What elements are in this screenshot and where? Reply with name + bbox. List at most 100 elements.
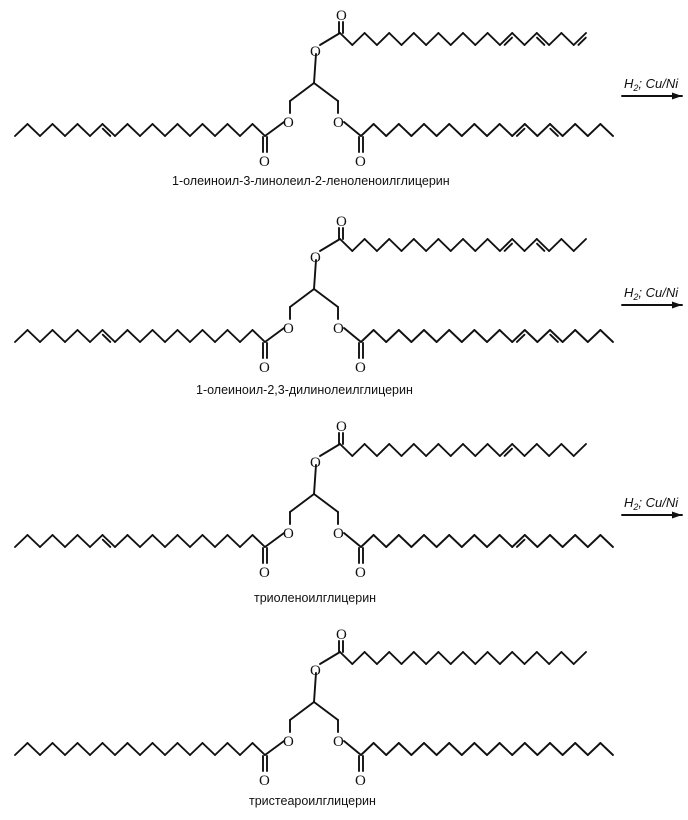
right-chain-bond <box>473 123 488 137</box>
reaction-arrow-2: H2; Cu/Ni <box>621 285 683 309</box>
top-chain-bond <box>572 443 587 457</box>
glycerol-bond <box>313 464 317 495</box>
top-chain-bond <box>511 651 526 665</box>
left-chain-bond <box>126 329 141 343</box>
top-chain-bond <box>375 238 391 252</box>
right-chain-bond <box>511 329 526 343</box>
top-chain-bond <box>462 651 477 665</box>
oxygen-atom-left-carbonyl: O <box>259 154 270 170</box>
left-chain-bond <box>39 123 54 137</box>
top-chain-bond <box>339 651 354 665</box>
top-chain-bond <box>572 651 587 665</box>
left-chain-bond <box>64 742 79 756</box>
right-chain-bond <box>599 329 614 343</box>
left-chain-bond <box>76 329 91 343</box>
top-chain-bond <box>486 32 501 46</box>
double-bond-line <box>515 127 526 137</box>
top-chain-bond <box>462 238 477 252</box>
top-chain-bond <box>388 651 403 665</box>
top-chain-bond <box>449 443 464 457</box>
right-chain-bond <box>536 123 551 137</box>
left-chain-bond <box>239 123 254 137</box>
left-chain-bond <box>139 742 154 756</box>
oxygen-atom-right-carbonyl: O <box>355 154 366 170</box>
left-chain-bond <box>26 534 41 548</box>
left-chain-bond <box>114 742 129 756</box>
left-chain-bond <box>89 742 104 756</box>
right-chain-bond <box>473 329 488 343</box>
top-chain-bond <box>523 443 538 457</box>
right-chain-bond <box>385 742 400 756</box>
right-chain-bond <box>423 329 438 343</box>
top-chain-bond <box>339 443 354 457</box>
left-chain-bond <box>201 534 216 548</box>
right-chain-bond <box>410 123 425 137</box>
right-chain-bond <box>360 123 375 137</box>
oxygen-atom-left-ester: O <box>283 115 294 131</box>
double-bond-line <box>101 127 112 137</box>
top-chain-bond <box>535 32 551 46</box>
right-chain-bond <box>549 329 564 343</box>
left-chain-bond <box>226 123 241 137</box>
top-chain-bond <box>498 651 514 665</box>
left-chain-bond <box>114 534 129 548</box>
left-chain-bond <box>151 534 166 548</box>
left-chain-bond <box>51 742 66 756</box>
right-chain-bond <box>423 123 438 137</box>
glycerol-bond <box>313 82 339 102</box>
top-chain-bond <box>388 238 403 252</box>
left-chain-bond <box>64 329 79 343</box>
left-chain-bond <box>226 329 241 343</box>
left-chain-bond <box>151 742 166 756</box>
double-bond-line <box>503 447 513 457</box>
left-chain-bond <box>26 123 41 137</box>
left-chain-bond <box>14 742 29 756</box>
right-chain-bond <box>561 123 577 137</box>
left-chain-bond <box>201 123 216 137</box>
oxygen-atom-left-carbonyl: O <box>259 360 270 376</box>
double-bond-line <box>536 36 546 46</box>
top-chain-bond <box>351 651 366 665</box>
top-chain-bond <box>548 651 563 665</box>
top-chain-bond <box>388 443 403 457</box>
left-chain-bond <box>176 123 191 137</box>
molecule-3: O O O O O O триоленоилглицерин <box>14 419 614 605</box>
left-chain-bond <box>76 534 91 548</box>
arrow-head-icon <box>672 511 682 519</box>
glycerol-bond <box>313 53 317 84</box>
oxygen-atom-right-ester: O <box>333 321 344 337</box>
right-chain-bond <box>498 742 514 756</box>
top-chain-bond <box>339 238 354 252</box>
right-chain-bond <box>448 329 463 343</box>
right-chain-bond <box>435 742 451 756</box>
oxygen-atom-left-carbonyl: O <box>259 565 270 581</box>
molecule-name: триоленоилглицерин <box>254 591 376 605</box>
oxygen-atom-left-ester: O <box>283 734 294 750</box>
left-chain-bond <box>76 123 91 137</box>
molecule-4: O O O O O O тристеароилглицерин <box>14 627 614 808</box>
left-chain-bond <box>64 123 79 137</box>
right-chain-bond <box>410 742 425 756</box>
double-bond-line <box>101 538 112 548</box>
glycerol-bond <box>289 701 315 721</box>
top-chain-bond <box>560 238 575 252</box>
molecule-name: 1-олеиноил-2,3-дилинолеилглицерин <box>196 383 413 397</box>
right-chain-bond <box>385 534 400 548</box>
oxygen-atom-left-ester: O <box>283 321 294 337</box>
top-chain-bond <box>375 651 391 665</box>
top-chain-bond <box>425 32 440 46</box>
oxygen-atom-right-carbonyl: O <box>355 360 366 376</box>
right-chain-bond <box>435 123 451 137</box>
right-chain-bond <box>511 123 526 137</box>
left-chain-bond <box>101 123 116 137</box>
right-chain-bond <box>385 329 400 343</box>
oxygen-atom-top-carbonyl: O <box>336 419 347 435</box>
left-chain-bond <box>139 329 154 343</box>
right-chain-bond <box>410 329 425 343</box>
oxygen-atom-right-ester: O <box>333 526 344 542</box>
glycerol-bond <box>313 288 339 308</box>
top-chain-bond <box>572 238 587 252</box>
molecule-1: O O O O O O 1-олеиноил-3-линолеил-2-лено… <box>14 8 614 188</box>
left-chain-bond <box>114 329 129 343</box>
oxygen-atom-top-carbonyl: O <box>336 8 347 24</box>
